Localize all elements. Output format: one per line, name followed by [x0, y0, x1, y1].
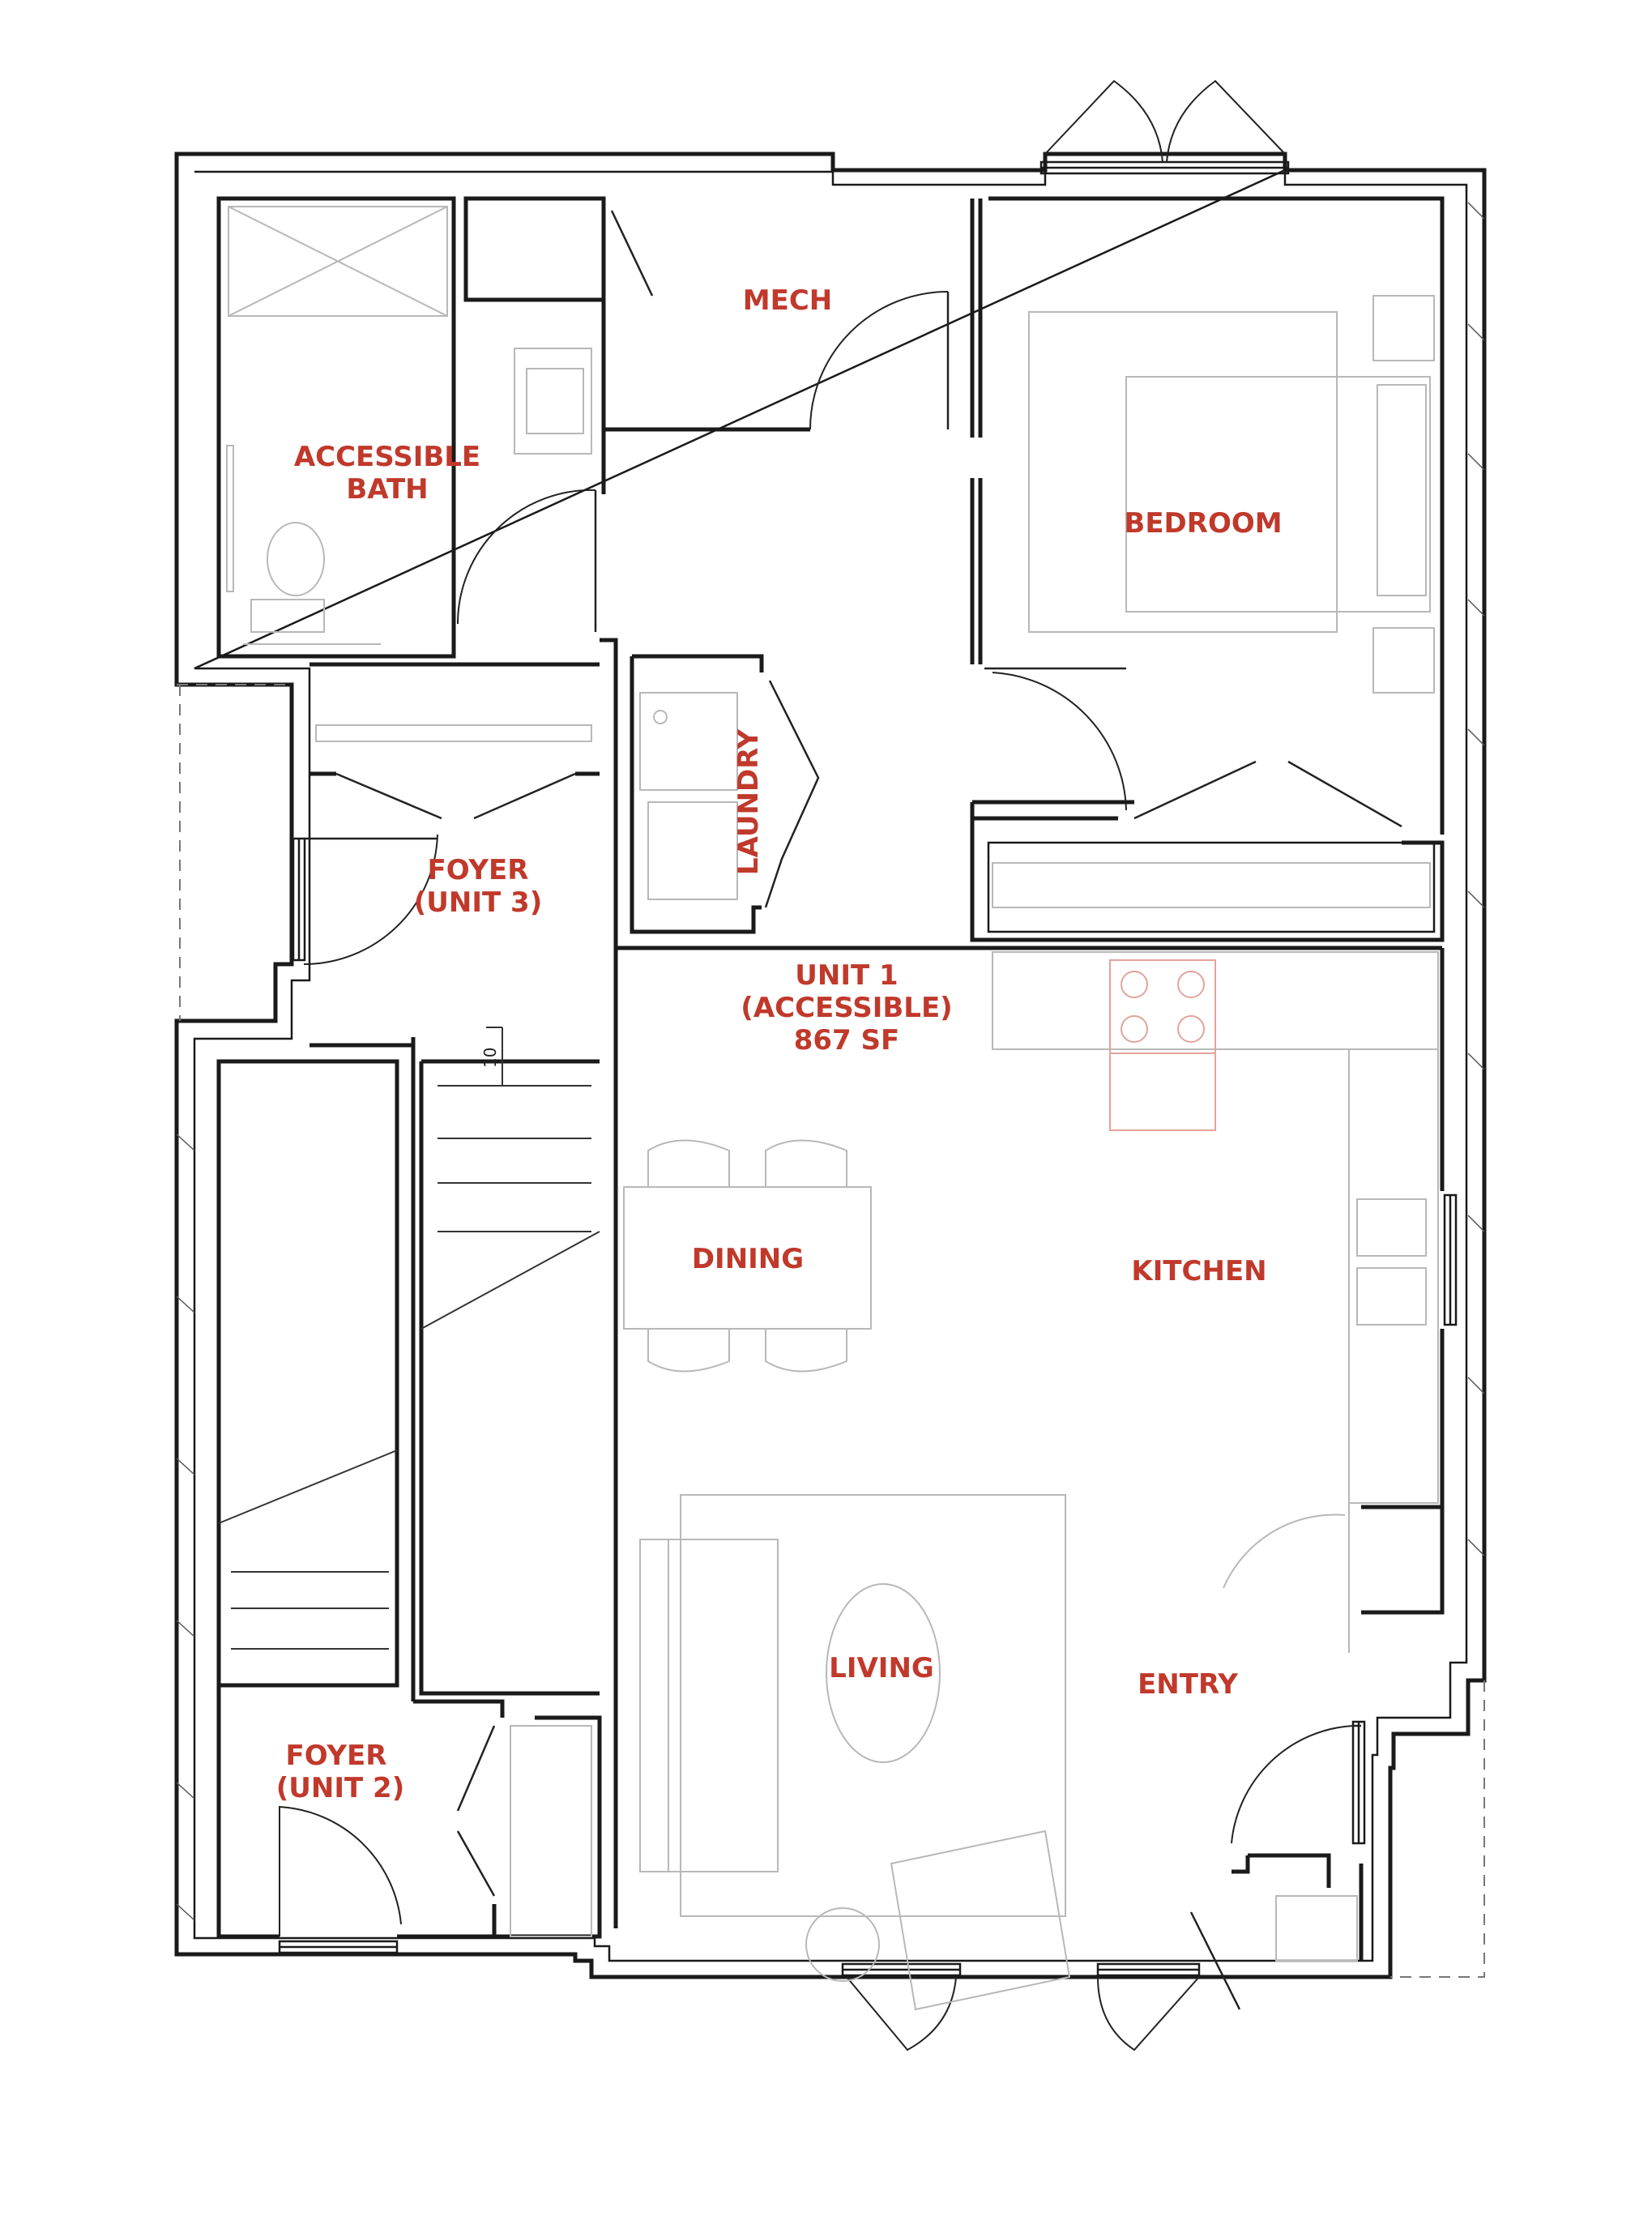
label-dining: DINING — [692, 1243, 804, 1275]
label-unit1-line3: 867 SF — [794, 1024, 900, 1057]
label-accessible-bath-line2: BATH — [346, 473, 428, 506]
label-kitchen: KITCHEN — [1131, 1255, 1266, 1287]
label-unit1-line1: UNIT 1 — [795, 959, 898, 992]
label-accessible-bath-line1: ACCESSIBLE — [294, 441, 480, 473]
label-bedroom: BEDROOM — [1124, 507, 1282, 540]
stairs: 10 — [218, 1027, 600, 1650]
interior-walls — [216, 196, 1445, 1961]
dashed-outline — [177, 684, 1485, 1978]
label-living: LIVING — [829, 1652, 934, 1684]
windows — [278, 160, 1458, 1977]
room-labels: MECH ACCESSIBLE BATH BEDROOM LAUNDRY FOY… — [276, 284, 1283, 1804]
stair-riser-count: 10 — [480, 1048, 500, 1068]
label-entry: ENTRY — [1138, 1668, 1238, 1701]
furniture — [226, 206, 1439, 2011]
label-laundry: LAUNDRY — [732, 729, 765, 876]
doors — [279, 79, 1402, 2052]
label-foyer-unit3-line2: (UNIT 3) — [414, 886, 542, 919]
label-unit1-line2: (ACCESSIBLE) — [741, 992, 952, 1024]
label-foyer-unit3-line1: FOYER — [428, 854, 529, 886]
label-foyer-unit2-line1: FOYER — [286, 1740, 387, 1772]
label-foyer-unit2-line2: (UNIT 2) — [276, 1772, 404, 1804]
exterior-walls — [174, 152, 1487, 1979]
label-mech: MECH — [743, 284, 832, 317]
